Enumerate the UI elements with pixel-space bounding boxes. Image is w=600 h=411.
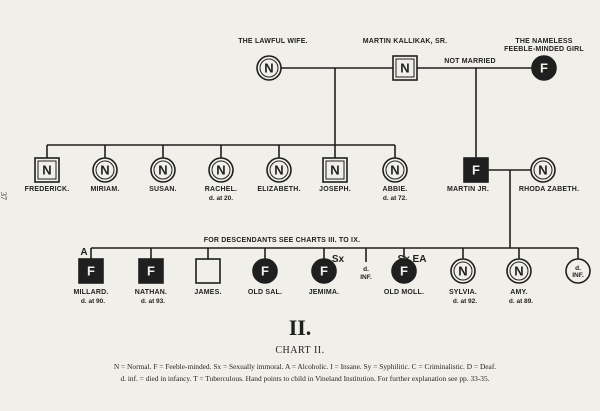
gen1-node-3-inner-circle <box>211 160 231 180</box>
gen2-node-7-symbol: N <box>458 264 467 279</box>
gen1-node-0-symbol: N <box>42 163 51 178</box>
gen2-node-8-symbol: N <box>514 264 523 279</box>
gen1-node-2-symbol: N <box>158 163 167 178</box>
gen1-node-5-inner-square <box>325 160 345 180</box>
gen2-name-9: d. <box>575 265 581 272</box>
gen2-name-6: OLD MOLL. <box>384 289 424 296</box>
gen1-name-2: SUSAN. <box>149 186 177 193</box>
martin-sr-node-symbol: N <box>400 61 409 76</box>
gen1-note-3: d. at 20. <box>209 195 233 202</box>
lawful-wife-node-symbol: N <box>264 61 273 76</box>
gen1-node-6-symbol: N <box>390 163 399 178</box>
gen2-node-1-symbol: F <box>147 264 155 279</box>
chart-roman-numeral: II. <box>288 315 312 340</box>
gen2-node-9-circle <box>565 258 591 284</box>
gen2-node-6-circle <box>391 258 417 284</box>
gen2-node-3-symbol: F <box>261 264 269 279</box>
gen2-name-7: SYLVIA. <box>449 289 477 296</box>
rhoda-node-symbol: N <box>538 163 547 178</box>
martin-sr-node-square <box>392 55 418 81</box>
gen2-mark-4: Sx <box>332 254 345 265</box>
gen1-name-3: RACHEL. <box>205 186 238 193</box>
gen1-node-5-square <box>322 157 348 183</box>
gen2-node-4-symbol: F <box>320 264 328 279</box>
gen2-note-1: d. at 93. <box>141 298 165 305</box>
gen2-note-8: d. at 89. <box>509 298 533 305</box>
gen2-name-2: JAMES. <box>194 289 221 296</box>
gen2-node-7-circle <box>450 258 476 284</box>
gen2-name-1: NATHAN. <box>135 289 167 296</box>
gen1-node-1-inner-circle <box>95 160 115 180</box>
gen1-node-4-symbol: N <box>274 163 283 178</box>
martin-sr-node-inner-square <box>395 58 415 78</box>
gen2-note-0: d. at 90. <box>81 298 105 305</box>
gen1-node-4-inner-circle <box>269 160 289 180</box>
gen1-name-1: MIRIAM. <box>90 186 119 193</box>
legend-line-2: d. inf. = died in infancy. T = Tuberculo… <box>120 374 490 383</box>
lawful-wife-node-circle <box>256 55 282 81</box>
gen1-node-1-symbol: N <box>100 163 109 178</box>
gen1-node-2-inner-circle <box>153 160 173 180</box>
label-rhoda: RHODA ZABETH. <box>519 186 579 193</box>
gen2-node-7-inner-circle <box>453 261 473 281</box>
gen2-name-8: AMY. <box>510 289 528 296</box>
label-lawful-wife: THE LAWFUL WIFE. <box>238 38 308 45</box>
gen1-node-5-symbol: N <box>330 163 339 178</box>
gen2-name-0: MILLARD. <box>73 289 108 296</box>
gen1-name-5: JOSEPH. <box>319 186 351 193</box>
label-nameless-2: FEEBLE-MINDED GIRL <box>504 46 584 53</box>
label-martin-jr: MARTIN JR. <box>447 186 489 193</box>
gen2-node-8-inner-circle <box>509 261 529 281</box>
gen2-name-5: d. <box>363 266 369 273</box>
gen2-node-0-square <box>78 258 104 284</box>
gen1-name-4: ELIZABETH. <box>257 186 300 193</box>
gen2-note-5: INF. <box>360 274 372 281</box>
gen1-name-0: FREDERICK. <box>25 186 70 193</box>
martin-jr-node-square <box>463 157 489 183</box>
legend-line-1: N = Normal. F = Feeble-minded. Sx = Sexu… <box>113 362 497 371</box>
rhoda-node-inner-circle <box>533 160 553 180</box>
gen2-node-4-circle <box>311 258 337 284</box>
gen2-node-1-square <box>138 258 164 284</box>
gen1-node-0-inner-square <box>37 160 57 180</box>
label-not-married: NOT MARRIED <box>444 58 496 65</box>
gen1-node-2-circle <box>150 157 176 183</box>
gen1-node-6-circle <box>382 157 408 183</box>
gen1-node-6-inner-circle <box>385 160 405 180</box>
gen2-node-2-square <box>195 258 221 284</box>
gen1-node-3-symbol: N <box>216 163 225 178</box>
lawful-wife-node-inner-circle <box>259 58 279 78</box>
nameless-girl-node-symbol: F <box>540 61 548 76</box>
gen2-node-8-circle <box>506 258 532 284</box>
page-number: 37 <box>0 192 8 200</box>
gen2-node-3-circle <box>252 258 278 284</box>
label-martin-sr: MARTIN KALLIKAK, SR. <box>363 38 448 45</box>
gen2-name-3: OLD SAL. <box>248 289 282 296</box>
gen2-name-4: JEMIMA. <box>309 289 340 296</box>
label-nameless-1: THE NAMELESS <box>515 38 572 45</box>
gen1-node-1-circle <box>92 157 118 183</box>
gen2-node-0-symbol: F <box>87 264 95 279</box>
chart-title: CHART II. <box>275 345 325 356</box>
gen2-note-7: d. at 92. <box>453 298 477 305</box>
gen1-node-3-circle <box>208 157 234 183</box>
martin-jr-node-symbol: F <box>472 163 480 178</box>
gen1-node-0-square <box>34 157 60 183</box>
nameless-girl-node-circle <box>531 55 557 81</box>
gen2-node-6-symbol: F <box>400 264 408 279</box>
descendants-note: FOR DESCENDANTS SEE CHARTS III. TO IX. <box>204 237 360 244</box>
gen2-mark-6: Sx EA <box>398 254 427 265</box>
gen1-name-6: ABBIE. <box>383 186 408 193</box>
gen2-mark-0: A <box>80 247 87 258</box>
gen1-node-4-circle <box>266 157 292 183</box>
gen2-note-9: INF. <box>572 272 584 279</box>
gen1-note-6: d. at 72. <box>383 195 407 202</box>
